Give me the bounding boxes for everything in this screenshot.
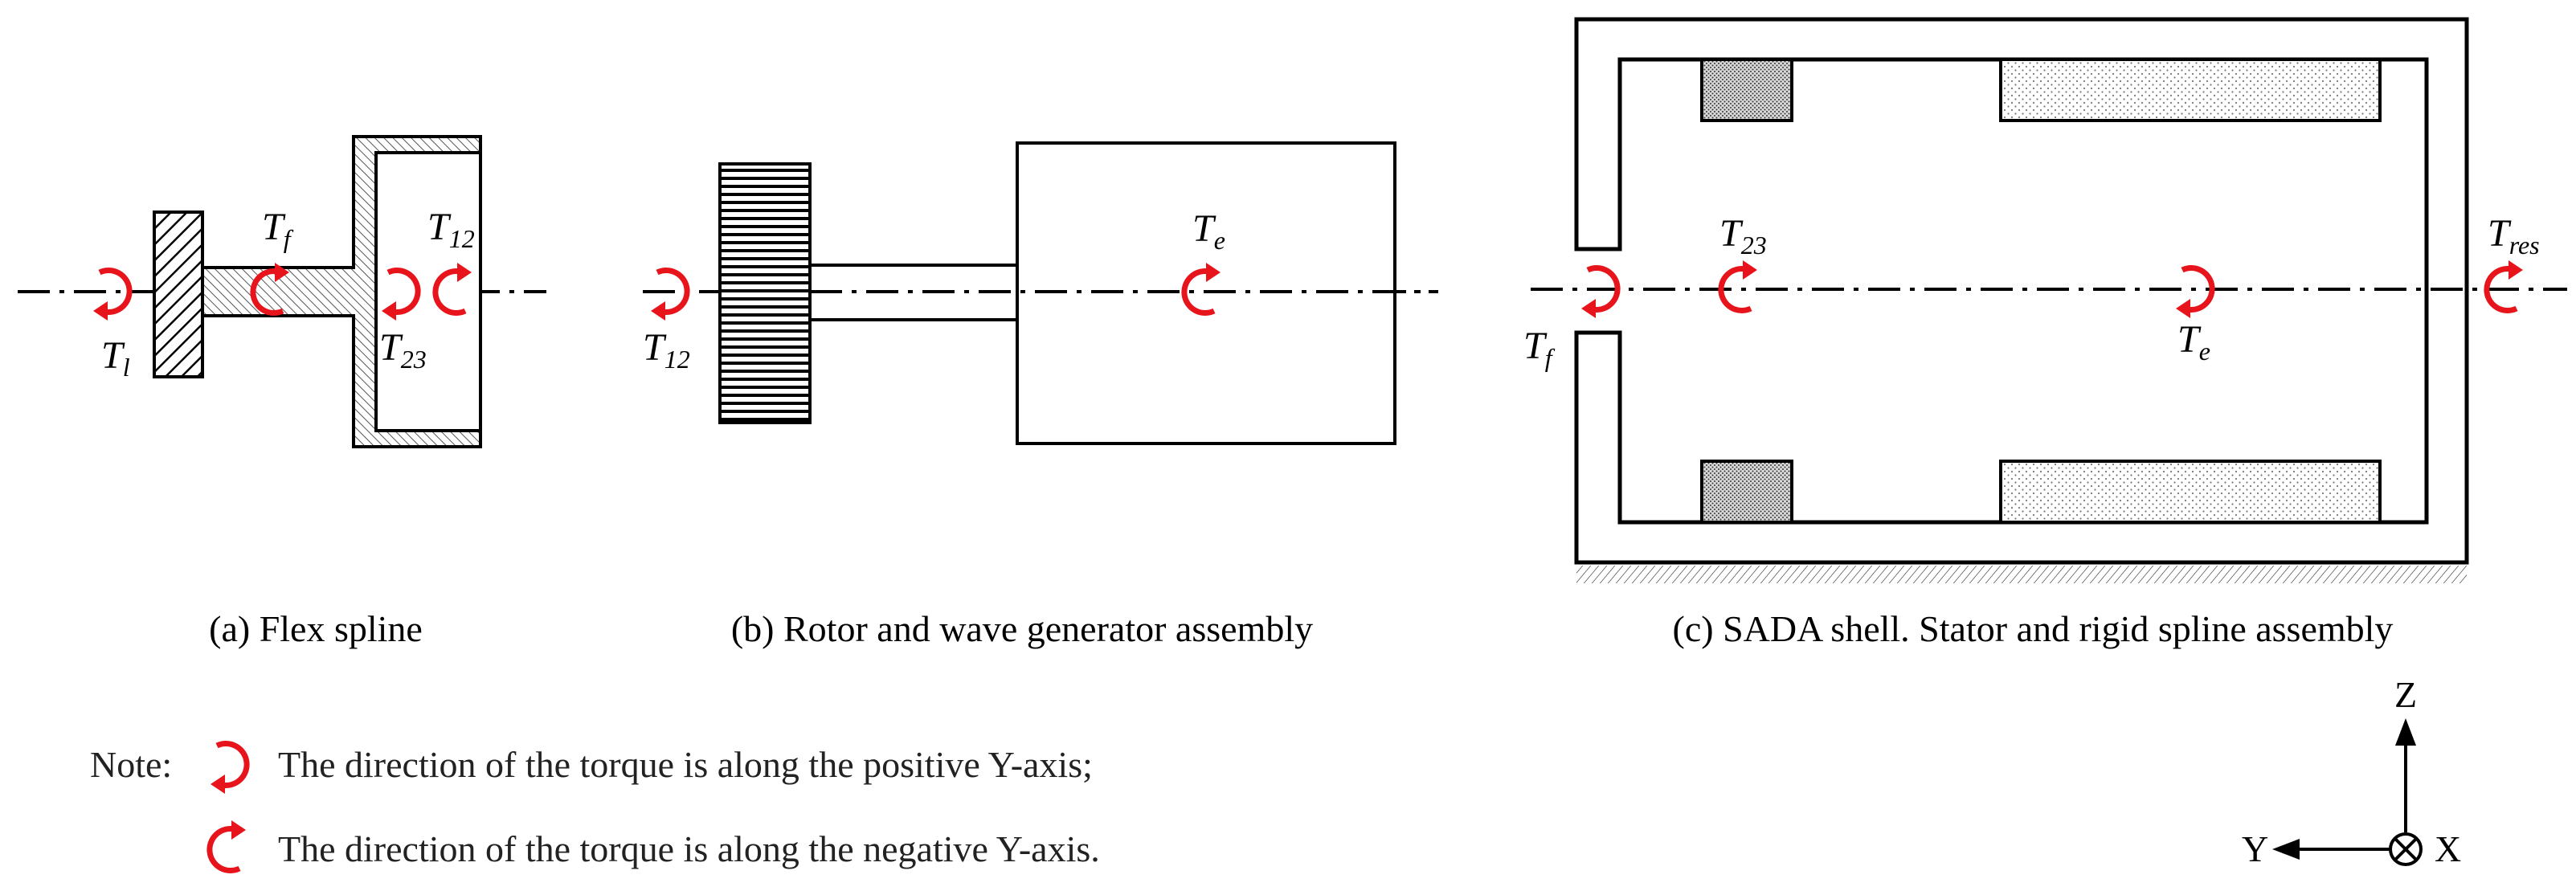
legend-positive-torque-icon: [211, 741, 250, 794]
sada-shell: [1574, 17, 2469, 565]
label-c-t23: T23: [1719, 212, 1767, 260]
wave-generator-gear: [718, 162, 812, 424]
torque-a-t23-icon: [382, 268, 421, 321]
note-negative-text: The direction of the torque is along the…: [278, 828, 1100, 869]
caption-b: (b) Rotor and wave generator assembly: [731, 608, 1313, 649]
torque-labels: Tl Tf T12 T23 T12 Te Tf T23 Te Tres: [101, 206, 2540, 382]
label-c-te: Te: [2177, 318, 2210, 366]
y-axis-label: Y: [2242, 828, 2268, 869]
torque-b-t12-icon: [651, 268, 690, 321]
torque-c-tf-icon: [1581, 265, 1621, 318]
rigid-spline-bottom: [1700, 460, 1793, 524]
torque-c-te-icon: [2176, 265, 2215, 318]
legend-negative-torque-icon: [206, 820, 246, 873]
torque-b-te-icon: [1181, 263, 1221, 316]
ground-hatching: [1576, 566, 2467, 583]
panel-a-flex-spline: [18, 135, 546, 448]
z-arrowhead: [2395, 718, 2416, 746]
flex-spline-cup-inner: [374, 151, 482, 432]
stator-top: [1999, 58, 2382, 122]
note-positive-text: The direction of the torque is along the…: [278, 744, 1093, 785]
label-a-tl: Tl: [101, 334, 130, 382]
label-a-tf: Tf: [262, 206, 294, 253]
note-label: Note:: [90, 744, 172, 785]
torque-c-tres-icon: [2484, 260, 2523, 313]
caption-a: (a) Flex spline: [209, 608, 423, 649]
x-axis-label: X: [2435, 828, 2461, 869]
rigid-spline-top: [1700, 58, 1793, 122]
panel-c-sada-shell: [1531, 17, 2567, 583]
torque-a-tf-icon: [250, 263, 289, 316]
load-block: [153, 211, 204, 378]
label-b-t12: T12: [643, 326, 690, 374]
coordinate-axes: Z Y X: [2242, 674, 2461, 869]
label-c-tres: Tres: [2488, 212, 2540, 260]
torque-symbols: [93, 260, 2523, 873]
z-axis-label: Z: [2394, 674, 2417, 715]
label-a-t12: T12: [427, 206, 475, 253]
y-arrowhead: [2272, 839, 2300, 860]
torque-a-t12-icon: [432, 263, 472, 316]
x-axis-into-page-icon: [2389, 832, 2423, 866]
stator-bottom: [1999, 460, 2382, 524]
torque-c-t23-icon: [1718, 260, 1757, 313]
label-c-tf: Tf: [1523, 325, 1556, 372]
torque-a-tl-icon: [93, 268, 133, 321]
label-b-te: Te: [1192, 207, 1225, 255]
caption-c: (c) SADA shell. Stator and rigid spline …: [1673, 608, 2394, 649]
label-a-t23: T23: [379, 326, 427, 374]
panel-b-rotor-assembly: [643, 141, 1438, 445]
